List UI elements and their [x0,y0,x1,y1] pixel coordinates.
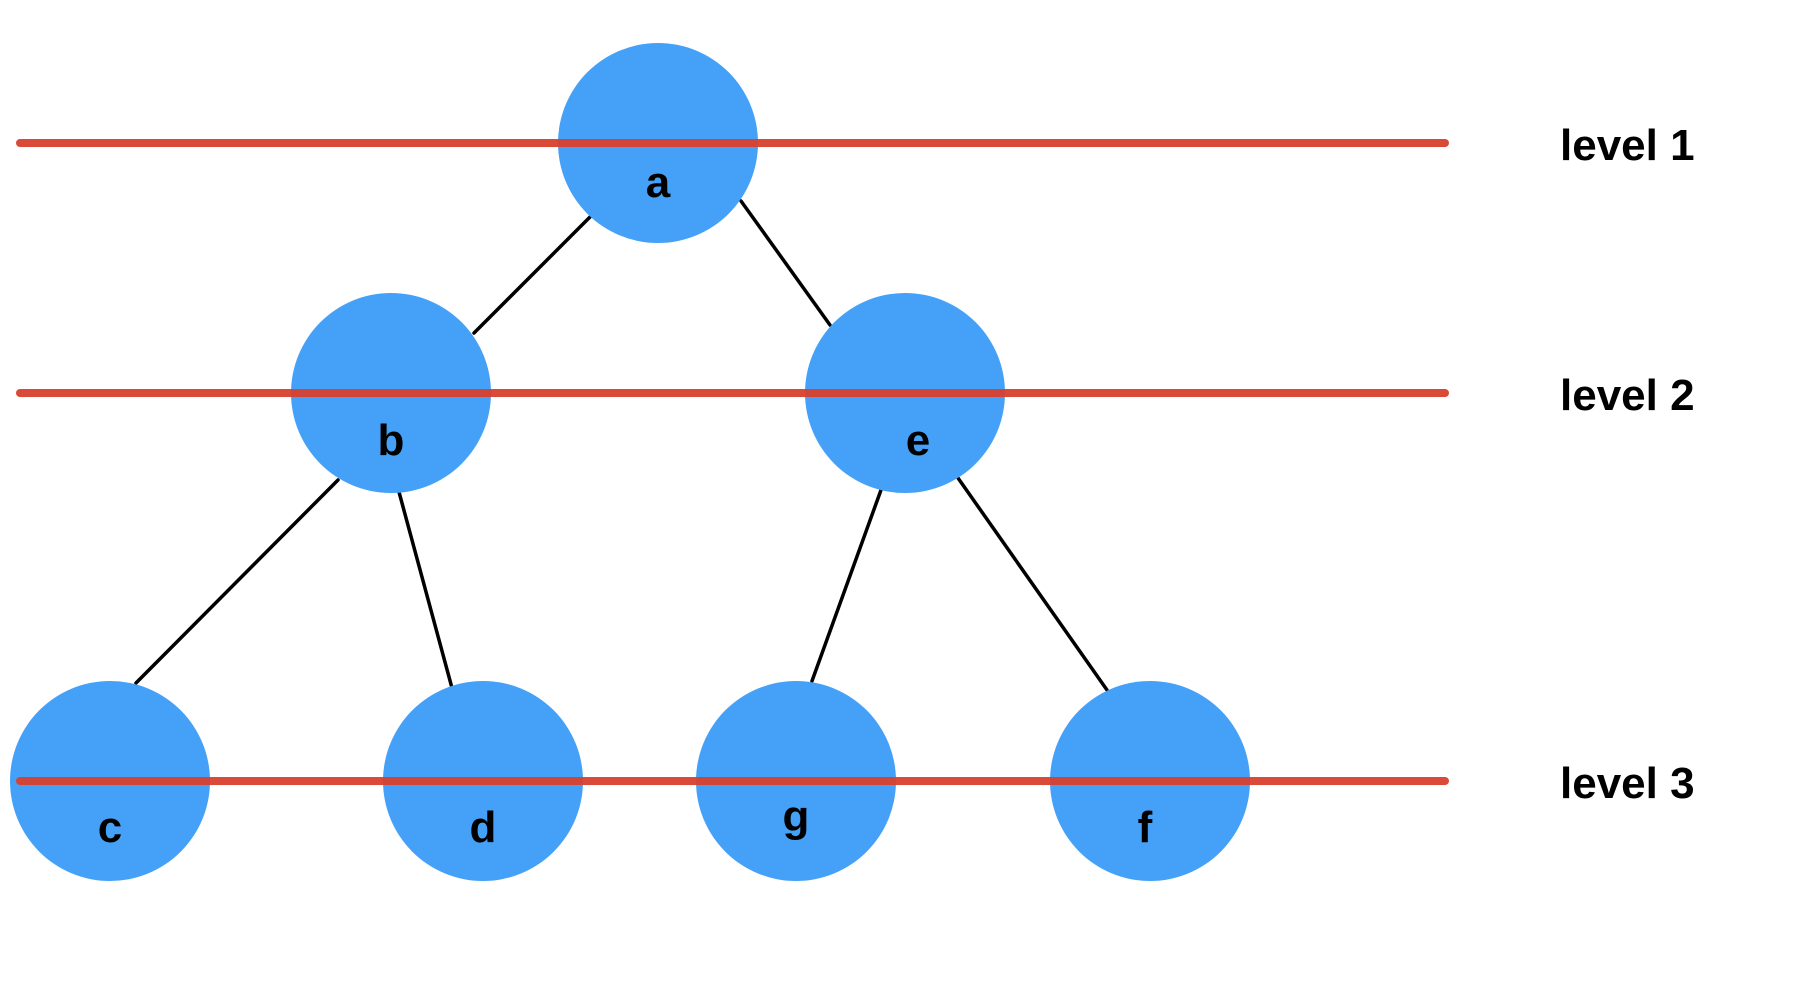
node-label-c: c [98,803,122,852]
level-label-2: level 2 [1560,371,1695,420]
edge-a-b [472,214,593,335]
edges-layer [134,199,1109,692]
nodes-layer: a b e c d g f [10,43,1250,881]
node-label-a: a [646,158,671,207]
node-label-g: g [783,792,810,841]
node-label-f: f [1138,803,1153,852]
edge-e-f [956,476,1109,692]
node-label-e: e [906,416,930,465]
edge-a-e [739,199,832,327]
level-label-1: level 1 [1560,121,1695,170]
node-label-d: d [470,803,497,852]
level-lines-layer [16,139,1449,785]
edge-b-d [397,490,454,690]
level-labels-layer: level 1 level 2 level 3 [1560,121,1695,808]
level-label-3: level 3 [1560,759,1695,808]
node-label-b: b [378,416,405,465]
edge-e-g [810,488,883,683]
edge-b-c [134,478,340,685]
